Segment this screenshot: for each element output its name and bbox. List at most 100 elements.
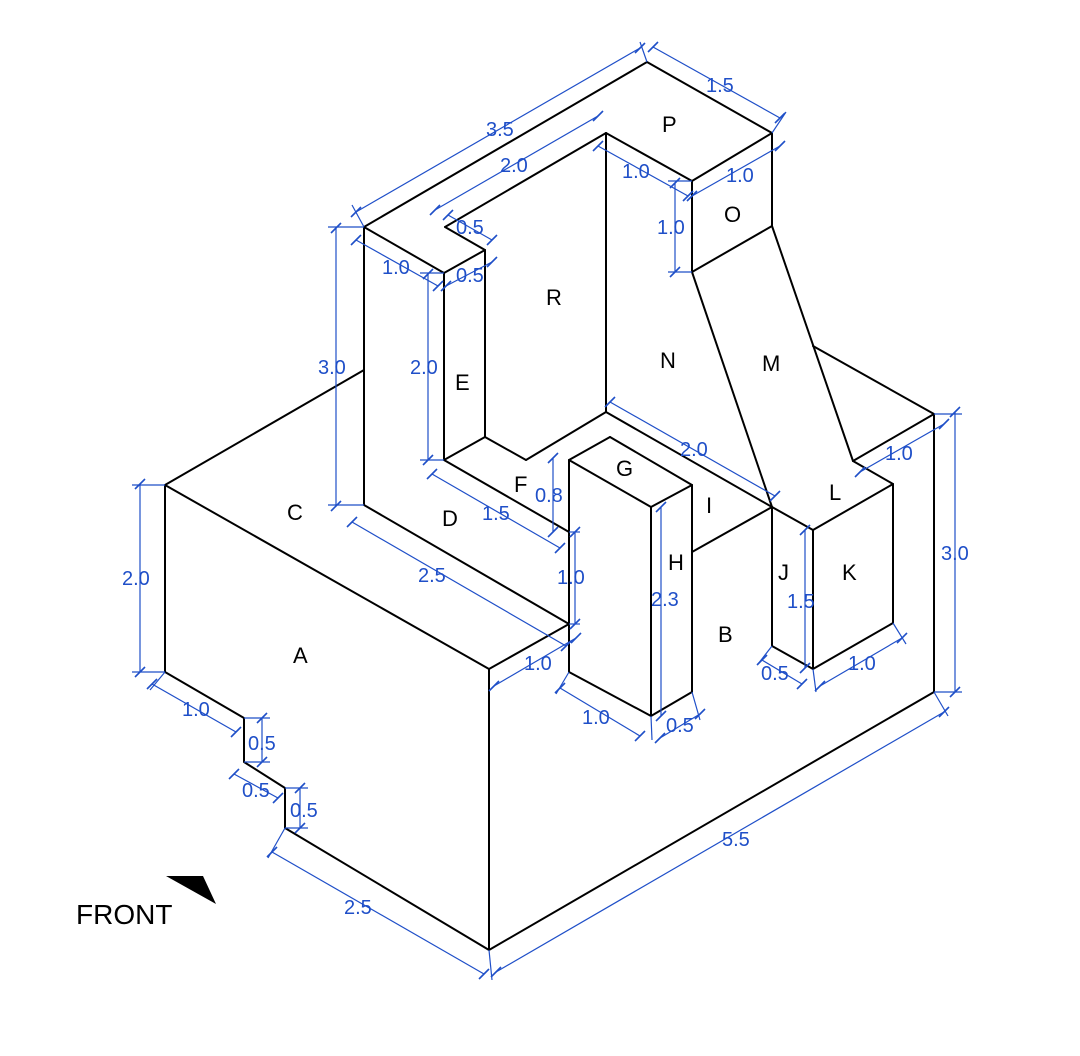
edge-m-left	[691, 271, 773, 508]
face-label-b: B	[718, 622, 733, 647]
dim-label-g-0-5: 0.5	[666, 715, 694, 737]
edge-base-top-right	[852, 413, 935, 462]
dim-line-f-1-5	[431, 473, 561, 549]
dim-label-right-3-0: 3.0	[941, 543, 969, 565]
edge-l-back	[852, 460, 894, 485]
front-arrow-icon	[166, 876, 216, 904]
dim-label-f-1-5: 1.5	[482, 503, 510, 525]
dim-line-k-0-5	[761, 659, 803, 685]
edge-r-top	[444, 132, 607, 228]
dim-line-l-1-0	[859, 423, 945, 473]
dimension-tick	[554, 542, 566, 554]
dimension-tick	[796, 678, 808, 690]
face-label-i: I	[706, 493, 712, 518]
dim-label-j-1-5: 1.5	[787, 591, 815, 613]
face-label-o: O	[724, 202, 741, 227]
dim-label-g-1-0b: 1.0	[582, 707, 610, 729]
dimension-tick	[756, 654, 768, 666]
edge-k-bottom	[812, 622, 894, 670]
dimension-tick	[294, 782, 306, 794]
edge-l-right	[812, 483, 894, 531]
dimension-tick	[854, 466, 866, 478]
dim-line-p-1-0b	[691, 145, 781, 197]
dimension-tick	[422, 454, 434, 466]
dimension-tick	[560, 640, 572, 652]
dim-line-top-2-0	[434, 115, 599, 211]
edge-g-top-left	[568, 436, 611, 461]
dimension-tick	[134, 478, 146, 490]
face-label-l: L	[829, 480, 841, 505]
face-label-n: N	[660, 348, 676, 373]
dim-label-e-2-0: 2.0	[410, 357, 438, 379]
dim-line-notch-0-5b	[445, 261, 493, 287]
dimension-ticks	[134, 41, 961, 980]
edge-notch-1	[443, 249, 486, 274]
dim-label-h-2-3: 2.3	[651, 589, 679, 611]
dimension-tick	[478, 968, 490, 980]
edge-g-top-right	[609, 436, 693, 486]
dimension-tick	[146, 678, 158, 690]
edge-f-step	[525, 411, 607, 461]
ext-line	[351, 204, 365, 228]
edge-i-floor	[691, 506, 773, 553]
edge-o-top	[691, 132, 773, 182]
dimension-tick	[432, 280, 444, 292]
dim-label-step-0-5b: 0.5	[242, 780, 270, 802]
dimension-tick	[228, 768, 240, 780]
face-label-d: D	[442, 506, 458, 531]
dim-line-c-2-5	[351, 521, 567, 647]
dim-label-c-2-5: 2.5	[418, 565, 446, 587]
dimension-tick	[426, 468, 438, 480]
dim-line-k-1-0	[819, 637, 903, 687]
dimension-tick	[669, 177, 681, 189]
edge-c-top-left	[164, 369, 365, 486]
dim-label-o-1-0: 1.0	[657, 217, 685, 239]
dimension-tick	[774, 112, 786, 124]
dimension-tick	[569, 526, 581, 538]
ext-line	[771, 111, 787, 134]
face-label-k: K	[842, 560, 857, 585]
dimension-tick	[134, 666, 146, 678]
dimension-tick	[654, 732, 666, 744]
dim-line-base-2-5	[271, 851, 485, 975]
edge-n-floor	[605, 411, 773, 508]
edge-g-bottom-front	[568, 671, 652, 717]
edge-g-top-front	[568, 459, 652, 508]
dimension-tick	[486, 234, 498, 246]
edge-j-bottom	[771, 645, 814, 670]
dim-line-top-3-5	[355, 47, 641, 213]
face-label-f: F	[514, 472, 527, 497]
edge-f-rear	[484, 436, 527, 461]
dimension-tick	[799, 662, 811, 674]
dimension-tick	[647, 41, 659, 53]
dimension-tick	[655, 710, 667, 722]
dimension-tick	[769, 490, 781, 502]
dimension-tick	[799, 524, 811, 536]
dim-label-p-1-0b: 1.0	[726, 165, 754, 187]
dimension-tick	[814, 680, 826, 692]
face-labels: A B C D E F G H I J K L M N O P R	[287, 112, 857, 668]
dimension-tick	[949, 686, 961, 698]
face-label-j: J	[778, 560, 789, 585]
face-label-r: R	[546, 285, 562, 310]
dim-line-step-1-0	[151, 683, 237, 733]
dim-label-step-1-0: 1.0	[182, 699, 210, 721]
ext-line	[812, 668, 817, 693]
edge-l-front	[771, 506, 814, 531]
edge-d-front	[363, 504, 570, 625]
face-label-c: C	[287, 500, 303, 525]
edge-e-floor	[443, 436, 486, 461]
dimension-tick	[346, 516, 358, 528]
dimension-tick	[655, 501, 667, 513]
dimension-tick	[634, 730, 646, 742]
edge-o-bottom	[691, 225, 773, 273]
edge-g-top-front-right	[650, 484, 693, 508]
dimension-tick	[569, 618, 581, 630]
edge-face-b-outline	[488, 345, 935, 951]
dimension-tick	[256, 712, 268, 724]
dimension-tick	[592, 110, 604, 122]
dim-label-top-2-0: 2.0	[500, 155, 528, 177]
dimension-tick	[669, 266, 681, 278]
